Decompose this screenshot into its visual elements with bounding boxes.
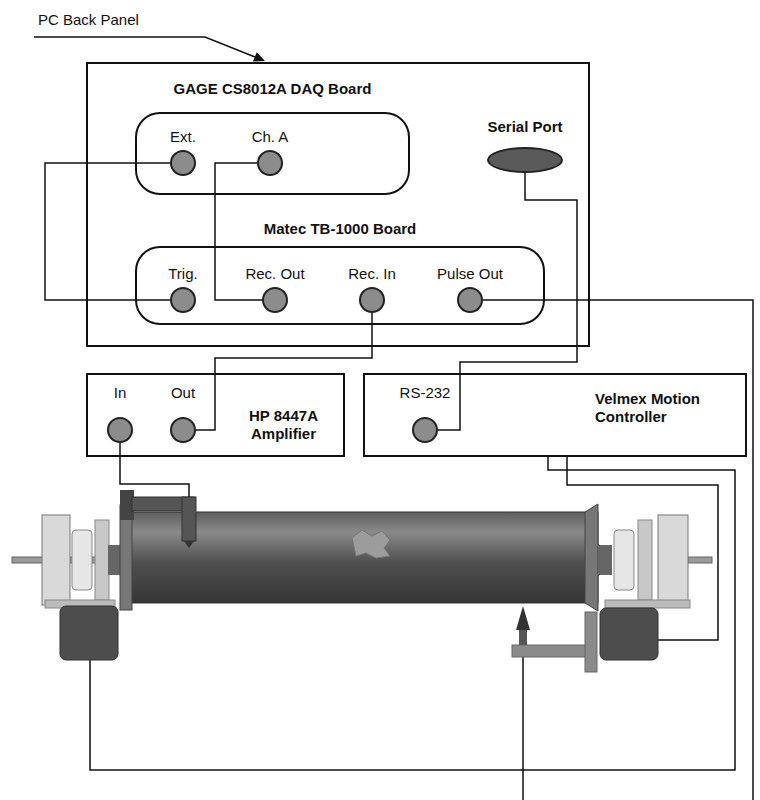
collar	[598, 545, 612, 575]
connector-circle	[257, 150, 283, 176]
transducer-tip	[184, 541, 194, 548]
port-label: In	[107, 384, 133, 402]
bnc-connector: In	[107, 384, 133, 443]
connector-circle	[170, 150, 196, 176]
port-label: Rec. In	[348, 265, 396, 283]
connector-circle	[170, 417, 196, 443]
pipe-flare	[585, 504, 598, 611]
probe-arm	[512, 645, 587, 657]
connector-circle	[262, 287, 288, 313]
port-label: RS-232	[400, 384, 451, 402]
port-label: Trig.	[168, 265, 197, 283]
bnc-connector: Ext.	[170, 128, 196, 176]
bnc-connector: Rec. Out	[245, 265, 304, 313]
port-label: Rec. Out	[245, 265, 304, 283]
stepper-motor	[600, 608, 658, 660]
stepper-motor	[60, 606, 118, 660]
leader-arrowhead	[253, 52, 265, 61]
connector-circle	[107, 417, 133, 443]
chuck-disc	[614, 530, 634, 590]
connector-circle	[359, 287, 385, 313]
bnc-connector: Trig.	[168, 265, 197, 313]
heading-label: Matec TB-1000 Board	[137, 220, 543, 238]
signal-cable	[438, 173, 577, 430]
chuck-disc	[72, 530, 92, 590]
probe-stem	[519, 630, 527, 646]
controller-box: RS-232 Velmex Motion Controller	[363, 373, 747, 457]
daq-board: Ext.Ch. AGAGE CS8012A DAQ Board	[135, 112, 410, 195]
receiver-cable	[120, 443, 189, 497]
pipe-flange	[120, 505, 132, 610]
back-panel: Ext. Ch. A GAGE CS8012A DAQ BoardSerial Po…	[86, 62, 590, 347]
base-plate	[605, 600, 690, 608]
port-label: Pulse Out	[437, 265, 503, 283]
port-shape	[487, 147, 563, 173]
port-label: Serial Port	[487, 118, 563, 136]
serial-port: Serial Port	[487, 118, 563, 173]
bnc-connector: Out	[170, 384, 196, 443]
bnc-connector: Ch. A	[252, 128, 289, 176]
bracket-plate	[95, 520, 109, 600]
connector-circle	[457, 287, 483, 313]
bracket	[42, 515, 70, 605]
bracket-plate	[638, 520, 652, 600]
heading-label: GAGE CS8012A DAQ Board	[137, 80, 408, 98]
motor-cable	[90, 457, 735, 770]
heading-label: HP 8447A Amplifier	[226, 407, 341, 443]
amplifier-box: In Out HP 8447A Amplifier	[86, 373, 345, 457]
port-label: Ch. A	[252, 128, 289, 146]
bracket	[658, 515, 688, 605]
pulser-board: Trig.Rec. OutRec. InPulse OutMatec TB-10…	[135, 246, 545, 325]
bnc-connector: Rec. In	[348, 265, 396, 313]
leader-line	[34, 37, 255, 57]
connector-circle	[170, 287, 196, 313]
probe-tip	[516, 606, 530, 630]
defect	[352, 530, 390, 558]
heading-label: PC Back Panel	[38, 11, 139, 29]
signal-cable	[45, 163, 170, 300]
shaft	[688, 557, 712, 563]
rs232-connector: RS-232	[400, 384, 451, 443]
transducer-cable	[522, 657, 524, 800]
port-label: Ext.	[170, 128, 196, 146]
port-label: Out	[170, 384, 196, 402]
bnc-connector: Pulse Out	[437, 265, 503, 313]
probe-plate	[585, 612, 597, 672]
connector-circle	[412, 417, 438, 443]
transducer-body	[182, 497, 196, 541]
heading-label: Velmex Motion Controller	[595, 390, 735, 426]
